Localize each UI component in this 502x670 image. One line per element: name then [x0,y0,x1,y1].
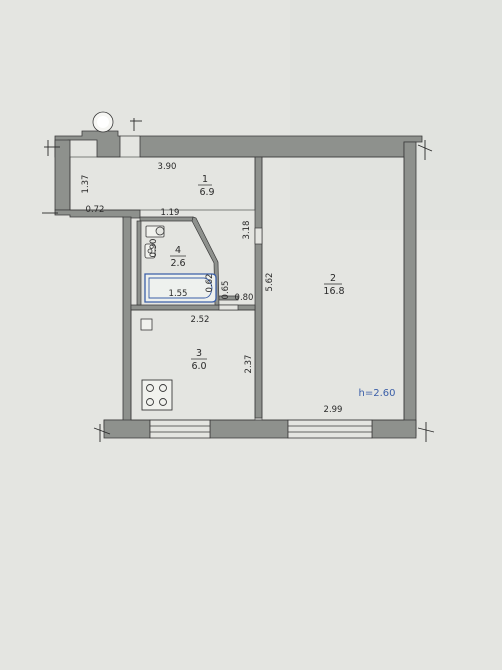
kitchen-window [149,419,211,439]
dim-065: 0.65 [221,281,231,300]
bottom-wall-left [103,419,151,439]
bottom-wall-right [371,419,417,439]
dim-080: 0.80 [235,293,254,303]
room-outlines [69,156,405,421]
dim-237: 2.37 [244,355,254,374]
dim-155: 1.55 [169,289,188,299]
bathtub-inner [148,277,213,299]
kitchen-sink-basin [140,318,153,331]
right-wall [403,141,417,437]
sink-drain [147,248,153,254]
dim-390: 3.90 [158,162,177,172]
dim-252: 2.52 [191,315,210,325]
doors [120,135,263,311]
dim-318: 3.18 [242,221,252,240]
dim-119: 1.19 [161,208,180,218]
burner-1 [146,384,154,392]
burner-3 [146,398,154,406]
dim-137: 1.37 [81,175,91,194]
room-1-number: 1 [202,174,208,185]
toilet-bowl [155,226,165,236]
bathtub-outer [144,273,217,303]
dimension-labels: 3.90 1.37 0.72 1.19 3.18 0.90 1.55 0.62 … [81,162,342,415]
tick-bottom-left-1 [93,427,111,435]
tick-marks [42,118,435,442]
room-2-number: 2 [330,273,336,284]
wall-closet [218,295,239,301]
burner-4 [159,398,167,406]
room-labels: 1 6.9 2 16.8 3 6.0 4 2.6 [170,174,345,372]
bathtub-icon [144,273,217,303]
dim-072: 0.72 [86,205,105,215]
dim-562: 5.62 [265,273,275,292]
dim-299: 2.99 [324,405,343,415]
room-3-area: 6.0 [191,361,206,372]
room-4-number: 4 [175,245,181,256]
room-2-outline [261,156,405,421]
room-1-area: 6.9 [199,187,214,198]
room-2-area: 16.8 [323,286,344,297]
ceiling-height-label: h=2.60 [359,388,396,399]
sink-icon [144,243,156,259]
stove-icon [141,379,173,411]
outer-walls [54,130,423,439]
burner-2 [159,384,167,392]
kitchen-door [218,304,239,311]
left-wall-upper [54,139,71,211]
room-4-area: 2.6 [170,258,185,269]
room-3-outline [130,309,256,421]
bottom-wall-middle [209,419,289,439]
room-3-number: 3 [196,348,202,359]
wall-room2-left [254,156,263,419]
stove-body [141,379,173,411]
top-wall [139,135,423,158]
wall-bath-left [136,220,142,306]
paper-shadow [290,0,502,230]
dim-062: 0.62 [205,274,215,293]
kitchen-sink-icon [140,318,153,331]
toilet-icon [145,225,165,238]
room2-door [254,227,263,245]
windows [149,419,373,439]
entry-marker-core [97,116,109,128]
living-window [287,419,373,439]
room-1-outline [69,156,256,211]
dim-090: 0.90 [149,239,159,258]
